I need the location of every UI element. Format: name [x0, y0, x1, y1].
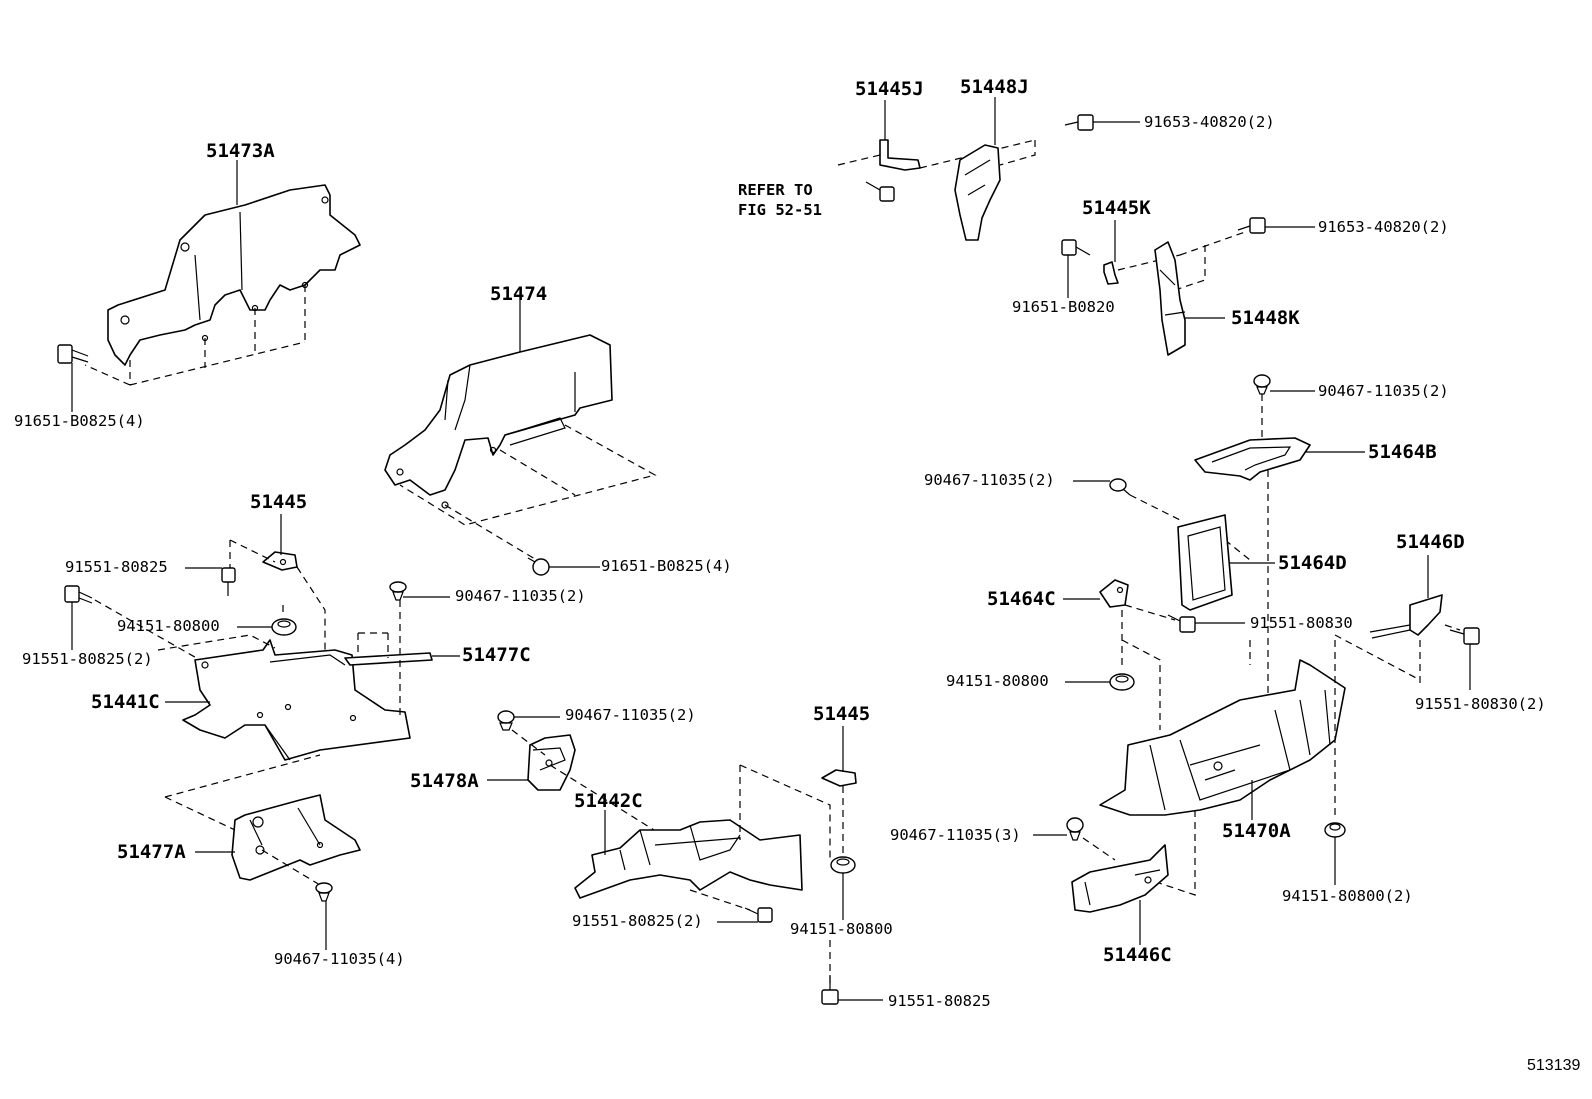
part-51442c-shape[interactable]: [574, 819, 803, 899]
label-51445j[interactable]: 51445J: [855, 78, 924, 100]
label-94151-80800-2[interactable]: 94151-80800(2): [1282, 887, 1413, 905]
part-51445-left-shape[interactable]: [262, 551, 298, 571]
label-51478a[interactable]: 51478A: [410, 770, 479, 792]
nut-icon[interactable]: [830, 856, 856, 874]
label-51464b[interactable]: 51464B: [1368, 441, 1437, 463]
part-51448k-shape[interactable]: [1154, 241, 1186, 356]
label-91551-80830[interactable]: 91551-80830: [1250, 614, 1353, 632]
refer-to-line2: FIG 52-51: [738, 201, 822, 220]
bolt-icon[interactable]: [221, 567, 236, 596]
clip-icon[interactable]: [497, 710, 515, 731]
label-90467-11035-2-a[interactable]: 90467-11035(2): [455, 587, 586, 605]
label-90467-11035-2-c[interactable]: 90467-11035(2): [1318, 382, 1449, 400]
label-51446d[interactable]: 51446D: [1396, 531, 1465, 553]
label-91551-80830-2[interactable]: 91551-80830(2): [1415, 695, 1546, 713]
bolt-icon[interactable]: [1449, 627, 1480, 645]
bolt-icon[interactable]: [1167, 614, 1196, 633]
clip-icon[interactable]: [315, 882, 333, 902]
label-51448j[interactable]: 51448J: [960, 76, 1029, 98]
bolt-icon[interactable]: [57, 344, 89, 364]
bolt-icon[interactable]: [1061, 239, 1091, 256]
label-91653-40820-2-b[interactable]: 91653-40820(2): [1318, 218, 1449, 236]
label-51445-mid[interactable]: 51445: [813, 703, 871, 725]
part-51474-shape[interactable]: [384, 334, 613, 509]
label-91651-b0825-4-mid[interactable]: 91651-B0825(4): [601, 557, 732, 575]
label-94151-80800-right[interactable]: 94151-80800: [946, 672, 1049, 690]
nut-icon[interactable]: [1109, 673, 1135, 691]
part-51477a-shape[interactable]: [231, 794, 361, 881]
label-90467-11035-2-d[interactable]: 90467-11035(2): [924, 471, 1055, 489]
label-91651-b0825-4-left[interactable]: 91651-B0825(4): [14, 412, 145, 430]
label-51448k[interactable]: 51448K: [1231, 307, 1300, 329]
label-90467-11035-3[interactable]: 90467-11035(3): [890, 826, 1021, 844]
label-91651-b0820[interactable]: 91651-B0820: [1012, 298, 1115, 316]
label-51445k[interactable]: 51445K: [1082, 197, 1151, 219]
label-90467-11035-4[interactable]: 90467-11035(4): [274, 950, 405, 968]
nut-icon[interactable]: [1324, 822, 1346, 838]
diagram-id: 513139: [1527, 1057, 1581, 1074]
bolt-icon[interactable]: [1237, 217, 1266, 234]
label-51477a[interactable]: 51477A: [117, 841, 186, 863]
part-51473a-shape[interactable]: [107, 184, 361, 366]
label-91551-80825-a[interactable]: 91551-80825: [65, 558, 168, 576]
label-51442c[interactable]: 51442C: [574, 790, 643, 812]
label-51445-left[interactable]: 51445: [250, 491, 308, 513]
part-51464c-shape[interactable]: [1099, 579, 1129, 608]
label-51464d[interactable]: 51464D: [1278, 552, 1347, 574]
bolt-icon[interactable]: [744, 907, 773, 923]
label-94151-80800-left[interactable]: 94151-80800: [117, 617, 220, 635]
bolt-icon[interactable]: [821, 975, 839, 1005]
part-51446d-shape[interactable]: [1369, 594, 1443, 639]
label-51446c[interactable]: 51446C: [1103, 944, 1172, 966]
part-51446c-shape[interactable]: [1071, 844, 1169, 913]
label-91551-80825-bottom[interactable]: 91551-80825: [888, 992, 991, 1010]
label-51474[interactable]: 51474: [490, 283, 548, 305]
part-51464d-shape[interactable]: [1177, 514, 1233, 611]
label-91551-80825-2-left[interactable]: 91551-80825(2): [22, 650, 153, 668]
label-90467-11035-2-b[interactable]: 90467-11035(2): [565, 706, 696, 724]
label-51464c[interactable]: 51464C: [987, 588, 1056, 610]
label-51473a[interactable]: 51473A: [206, 140, 275, 162]
label-91551-80825-2-mid[interactable]: 91551-80825(2): [572, 912, 703, 930]
bolt-icon[interactable]: [1064, 114, 1094, 131]
part-51470a-shape[interactable]: [1099, 659, 1346, 816]
refer-to-line1: REFER TO: [738, 181, 813, 199]
label-51470a[interactable]: 51470A: [1222, 820, 1291, 842]
clip-icon[interactable]: [1253, 374, 1271, 395]
label-91653-40820-2-a[interactable]: 91653-40820(2): [1144, 113, 1275, 131]
label-51441c[interactable]: 51441C: [91, 691, 160, 713]
bolt-icon[interactable]: [64, 585, 93, 604]
refer-to-note[interactable]: REFER TO FIG 52-51: [738, 180, 822, 220]
bolt-icon[interactable]: [865, 181, 895, 202]
label-51477c[interactable]: 51477C: [462, 644, 531, 666]
nut-icon[interactable]: [271, 618, 297, 636]
part-51445-mid-shape[interactable]: [821, 769, 857, 787]
part-51445k-shape[interactable]: [1103, 261, 1119, 285]
clip-icon[interactable]: [1109, 478, 1131, 496]
part-51448j-shape[interactable]: [954, 144, 1001, 241]
clip-icon[interactable]: [389, 581, 407, 601]
clip-icon[interactable]: [1066, 817, 1084, 841]
part-51464b-shape[interactable]: [1194, 437, 1311, 481]
bolt-icon[interactable]: [527, 557, 550, 576]
part-51445j-shape[interactable]: [879, 139, 921, 171]
part-51478a-shape[interactable]: [527, 734, 576, 791]
label-94151-80800-mid[interactable]: 94151-80800: [790, 920, 893, 938]
part-51477c-shape[interactable]: [344, 652, 433, 666]
part-51441c-shape[interactable]: [182, 639, 411, 761]
